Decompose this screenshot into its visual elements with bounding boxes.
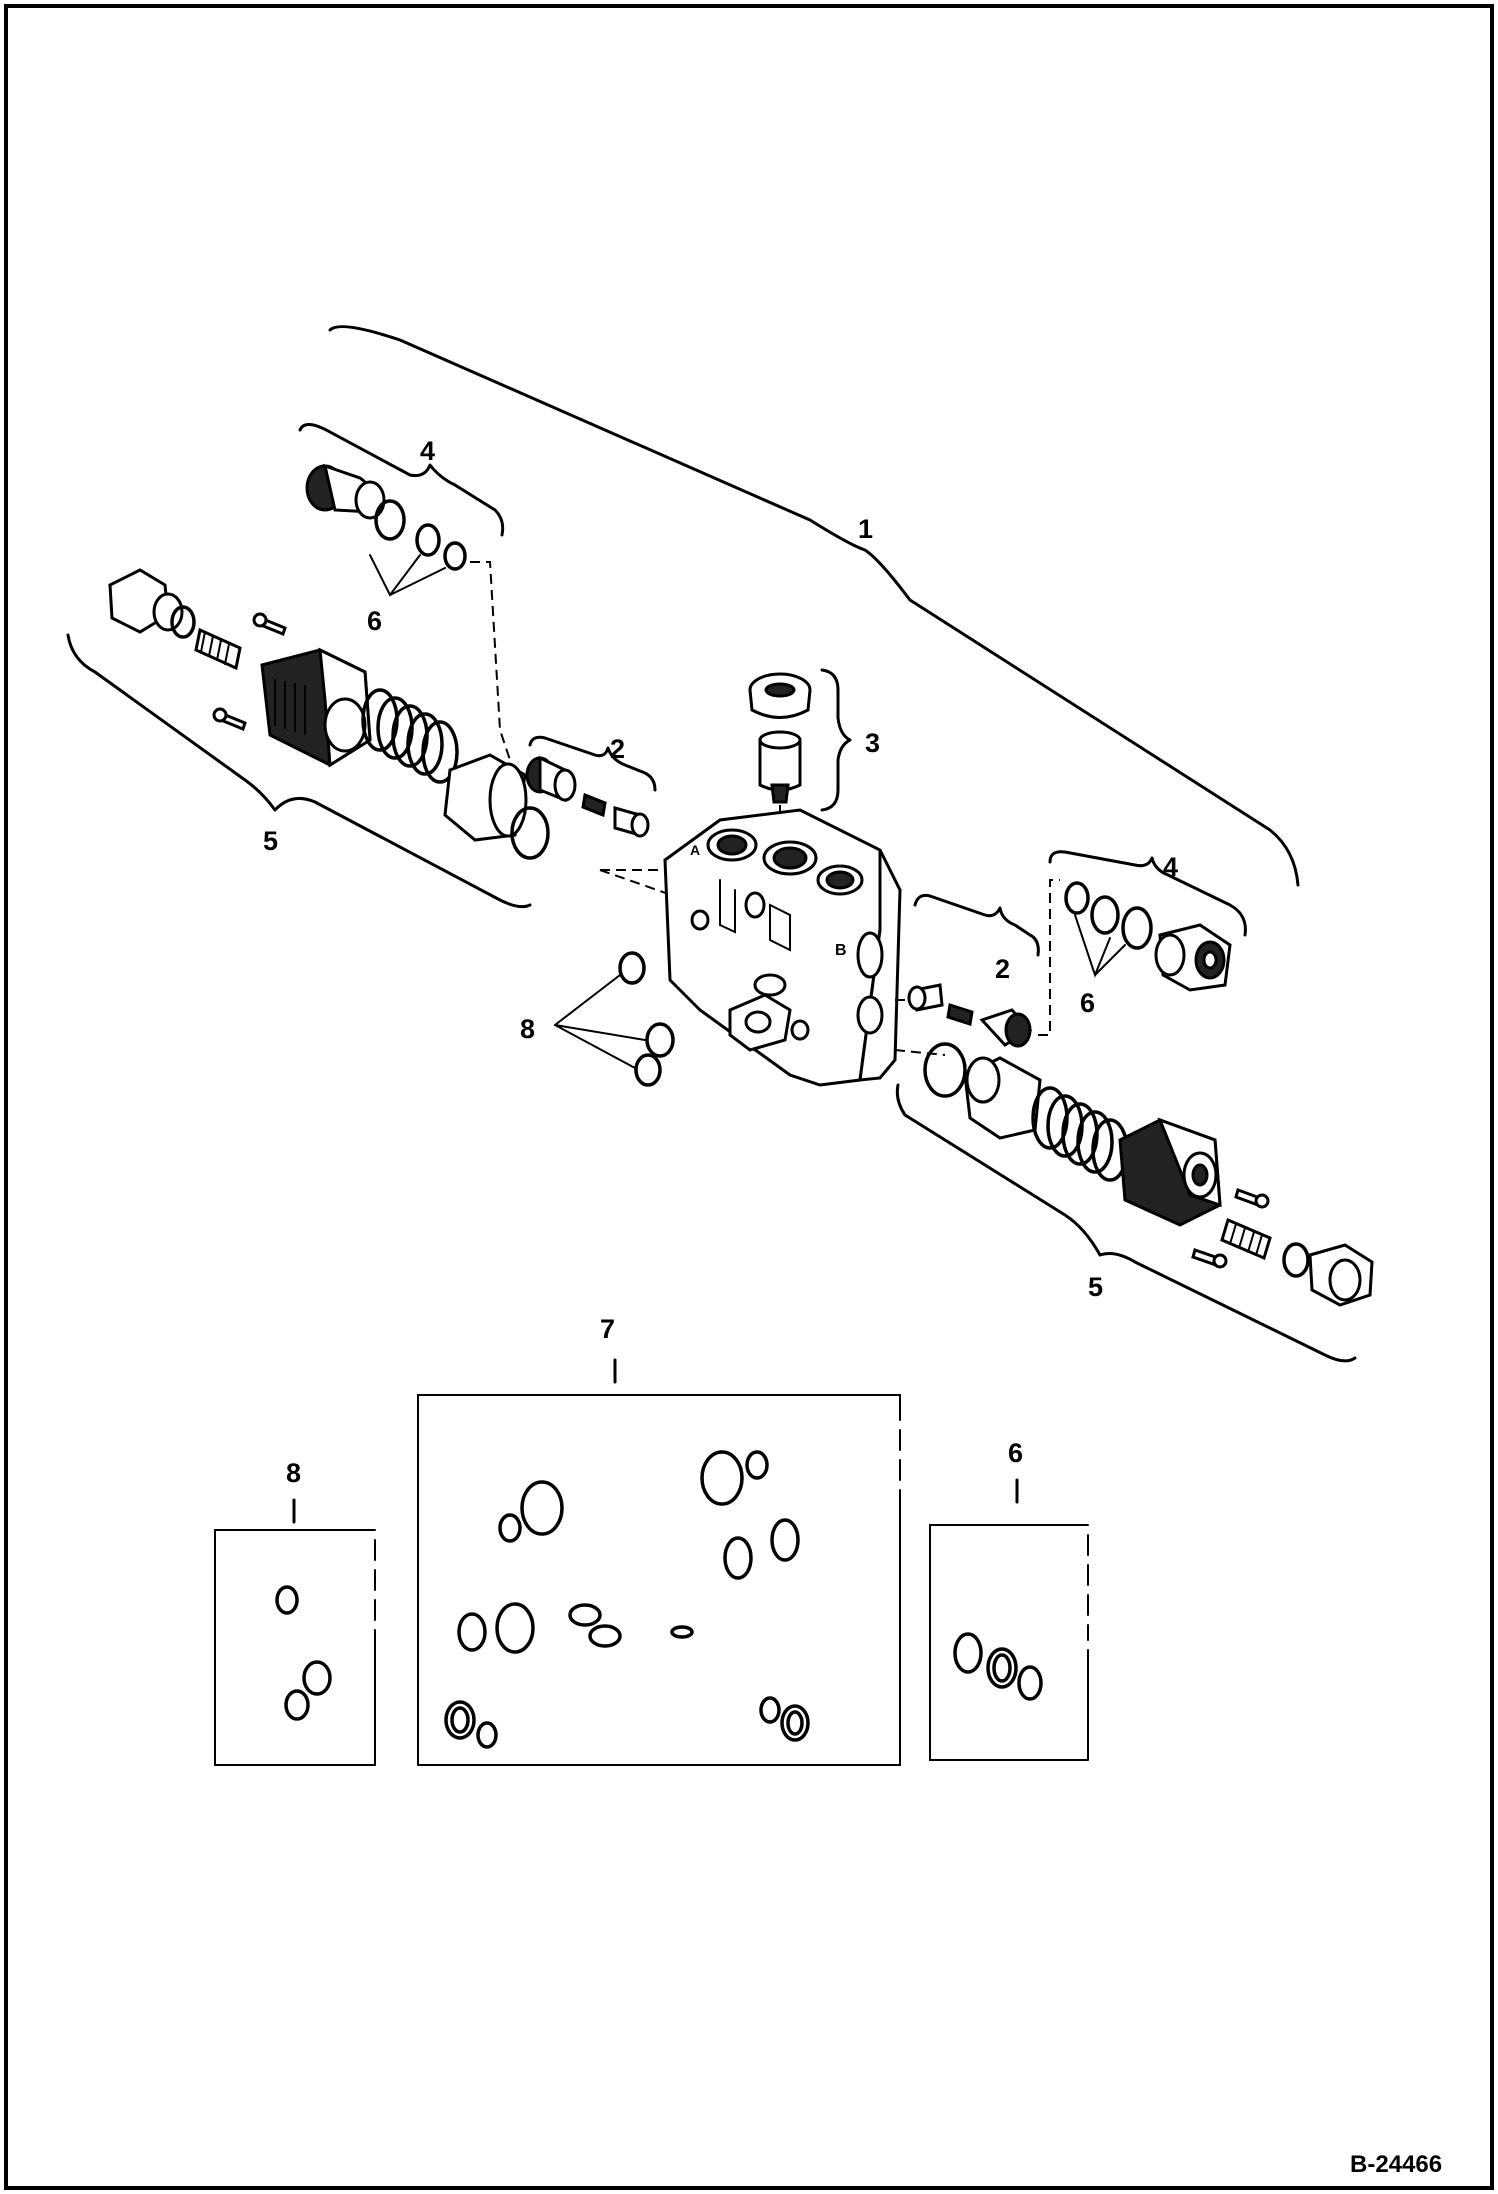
kit-6-label: 6 xyxy=(1008,1438,1023,1468)
brace-5-right xyxy=(895,1083,1357,1363)
brace-4-left xyxy=(298,423,505,537)
spring-left xyxy=(361,688,459,784)
callout-8: 8 xyxy=(520,1014,535,1044)
nut-left xyxy=(108,568,184,634)
adjusting-screw-left xyxy=(194,627,242,671)
bolt-left-bottom xyxy=(212,707,247,731)
spool-end-cap-left xyxy=(260,647,372,768)
spool-end-cap-right xyxy=(1118,1117,1222,1227)
page-border xyxy=(4,4,1494,2190)
callout-5-right: 5 xyxy=(1088,1272,1103,1302)
relief-valve-cap-right xyxy=(1154,923,1232,992)
poppet-right xyxy=(907,983,944,1012)
callout-4-right: 4 xyxy=(1163,852,1178,882)
callout-1: 1 xyxy=(858,514,873,544)
callout-4-left: 4 xyxy=(420,436,435,466)
brace-2-left xyxy=(528,735,657,792)
figure-id: B-24466 xyxy=(1350,2151,1442,2178)
check-valve-plug-right xyxy=(979,1008,1033,1048)
kit-8-box xyxy=(214,1529,376,1766)
o-ring-8-b xyxy=(645,1022,675,1058)
dashed-axis-right xyxy=(894,999,946,1056)
svg-text:B: B xyxy=(835,942,847,959)
bolt-right-bottom xyxy=(1191,1248,1228,1269)
o-ring-left-b xyxy=(415,523,441,557)
spring-right xyxy=(1031,1086,1129,1182)
o-ring-left-a xyxy=(374,499,406,541)
kit-7-label: 7 xyxy=(600,1314,615,1344)
bolt-right-top xyxy=(1234,1188,1270,1209)
svg-text:A: A xyxy=(690,842,700,858)
o-ring-5-left xyxy=(170,605,196,639)
kit-6-box xyxy=(929,1524,1089,1761)
o-ring-8-c xyxy=(634,1053,662,1087)
adjusting-screw-right xyxy=(1220,1217,1272,1261)
callout-5-left: 5 xyxy=(263,826,278,856)
kit-7-box xyxy=(417,1394,901,1766)
o-ring-5-right xyxy=(1282,1242,1310,1278)
check-valve-plug-left xyxy=(525,755,577,803)
kit-7-seals xyxy=(444,1450,810,1749)
callout-6-right: 6 xyxy=(1080,988,1095,1018)
leader-6-right xyxy=(1074,914,1126,978)
brace-3 xyxy=(820,668,852,812)
relief-cartridge xyxy=(758,730,802,804)
brace-2-right xyxy=(913,893,1040,957)
port-plug xyxy=(748,672,812,719)
o-ring-right-c xyxy=(1121,906,1153,950)
dashed-path-right xyxy=(1038,879,1060,1036)
valve-section-body: B A xyxy=(663,808,902,1087)
leader-6-left xyxy=(369,554,446,597)
o-ring-right-a xyxy=(1064,881,1090,915)
o-ring-sleeve-left xyxy=(510,806,550,860)
nut-right xyxy=(1308,1243,1374,1307)
dashed-path-left xyxy=(470,561,511,761)
check-spring-left xyxy=(581,792,607,818)
check-spring-right xyxy=(946,1003,974,1026)
kit-8-label: 8 xyxy=(286,1458,301,1488)
o-ring-left-c xyxy=(443,541,467,571)
callout-6-left: 6 xyxy=(367,606,382,636)
kit-8-seals xyxy=(275,1585,332,1721)
callout-2-right: 2 xyxy=(995,954,1010,984)
brace-5-left xyxy=(66,633,532,909)
callout-3: 3 xyxy=(865,728,880,758)
o-ring-8-a xyxy=(618,951,646,985)
kit-6-seals xyxy=(953,1632,1043,1701)
callout-2-left: 2 xyxy=(610,734,625,764)
o-ring-sleeve-right xyxy=(923,1042,967,1098)
brace-1 xyxy=(328,325,1300,887)
relief-valve-cap-left xyxy=(305,463,386,520)
bolt-left-top xyxy=(252,612,287,636)
brace-4-right xyxy=(1048,850,1247,937)
poppet-left xyxy=(613,806,650,838)
leader-8 xyxy=(554,974,646,1069)
spool-sleeve-right xyxy=(963,1056,1042,1140)
o-ring-right-b xyxy=(1090,895,1120,935)
